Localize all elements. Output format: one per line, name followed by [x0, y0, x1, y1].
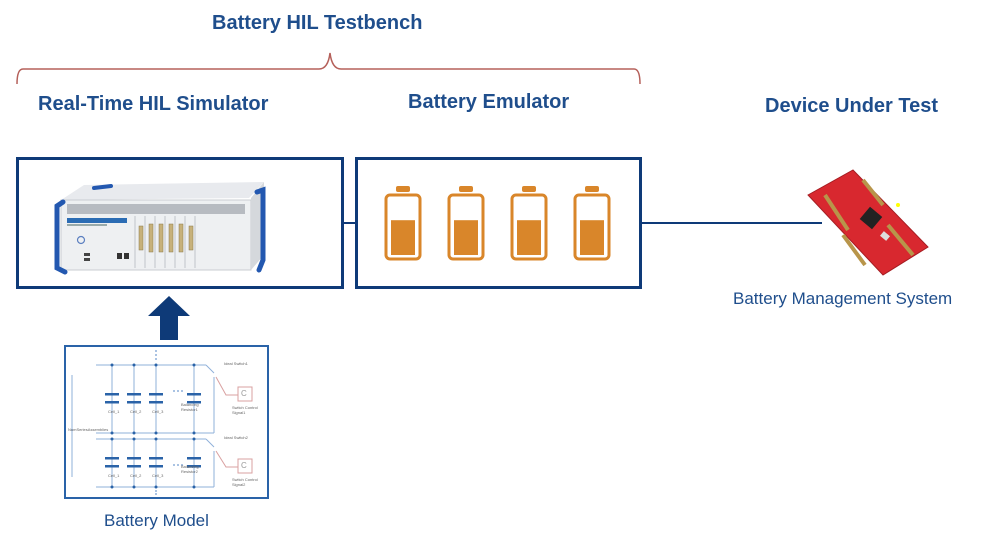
battery-cap — [585, 186, 599, 192]
cell-plate — [127, 401, 141, 404]
cell-label: Cell_1 — [108, 409, 120, 414]
const-block-2: C — [241, 461, 247, 470]
cell-plate — [127, 457, 141, 460]
cell-plate — [149, 457, 163, 460]
cell-plate — [149, 393, 163, 396]
battery-model-caption: Battery Model — [104, 511, 209, 530]
cell-label: Cell_3 — [152, 473, 164, 478]
battery-cap — [459, 186, 473, 192]
assembly-label: NumSeriesAssemblies — [68, 427, 109, 432]
cell-plate — [187, 393, 201, 396]
battery-cell-icon — [510, 186, 548, 261]
cell-label: Cell_2 — [130, 473, 142, 478]
battery-body — [510, 193, 548, 261]
rack-chassis-icon — [54, 182, 266, 275]
switch-label-1: Ideal Switch1 — [224, 361, 248, 366]
cell-plate — [149, 401, 163, 404]
cell-plate — [187, 457, 201, 460]
circuit-board-icon — [807, 169, 929, 276]
battery-cells — [384, 186, 613, 262]
connector-emulator-dut — [642, 222, 822, 224]
diagram-title: Battery HIL Testbench — [212, 12, 423, 34]
dut-title: Device Under Test — [765, 95, 939, 117]
simulator-title: Real-Time HIL Simulator — [38, 93, 269, 115]
cell-plate — [187, 465, 201, 468]
cell-plate — [149, 465, 163, 468]
cell-plate — [105, 401, 119, 404]
emulator-box — [355, 157, 642, 289]
cell-label: Cell_3 — [152, 409, 164, 414]
testbench-brace — [16, 52, 641, 85]
up-arrow-icon — [148, 296, 190, 340]
cell-plate — [127, 465, 141, 468]
cell-plate — [105, 457, 119, 460]
battery-cap — [522, 186, 536, 192]
dut-caption: Battery Management System — [733, 289, 953, 308]
battery-charge-level — [517, 220, 541, 255]
cell-plate — [127, 393, 141, 396]
connector-simulator-emulator — [344, 222, 356, 224]
battery-cell-icon — [573, 186, 611, 261]
signal-label-2: Switch Control Signal2 — [232, 477, 258, 487]
battery-cap — [396, 186, 410, 192]
resistor-label-1: Balancing Resistor1 — [181, 402, 199, 412]
cell-plate — [105, 393, 119, 396]
battery-body — [384, 193, 422, 261]
simulator-box — [16, 157, 344, 289]
battery-body — [573, 193, 611, 261]
cell-label: Cell_2 — [130, 409, 142, 414]
signal-label-1: Switch Control Signal1 — [232, 405, 258, 415]
emulator-title: Battery Emulator — [408, 91, 570, 113]
cell-label: Cell_1 — [108, 473, 120, 478]
battery-charge-level — [580, 220, 604, 255]
battery-charge-level — [391, 220, 415, 255]
battery-body — [447, 193, 485, 261]
cell-plate — [187, 401, 201, 404]
battery-cell-icon — [384, 186, 422, 261]
switch-label-2: Ideal Switch2 — [224, 435, 248, 440]
const-block-1: C — [241, 389, 247, 398]
cell-plate — [105, 465, 119, 468]
resistor-label-2: Balancing Resistor2 — [181, 464, 199, 474]
battery-charge-level — [454, 220, 478, 255]
battery-cell-icon — [447, 186, 485, 261]
